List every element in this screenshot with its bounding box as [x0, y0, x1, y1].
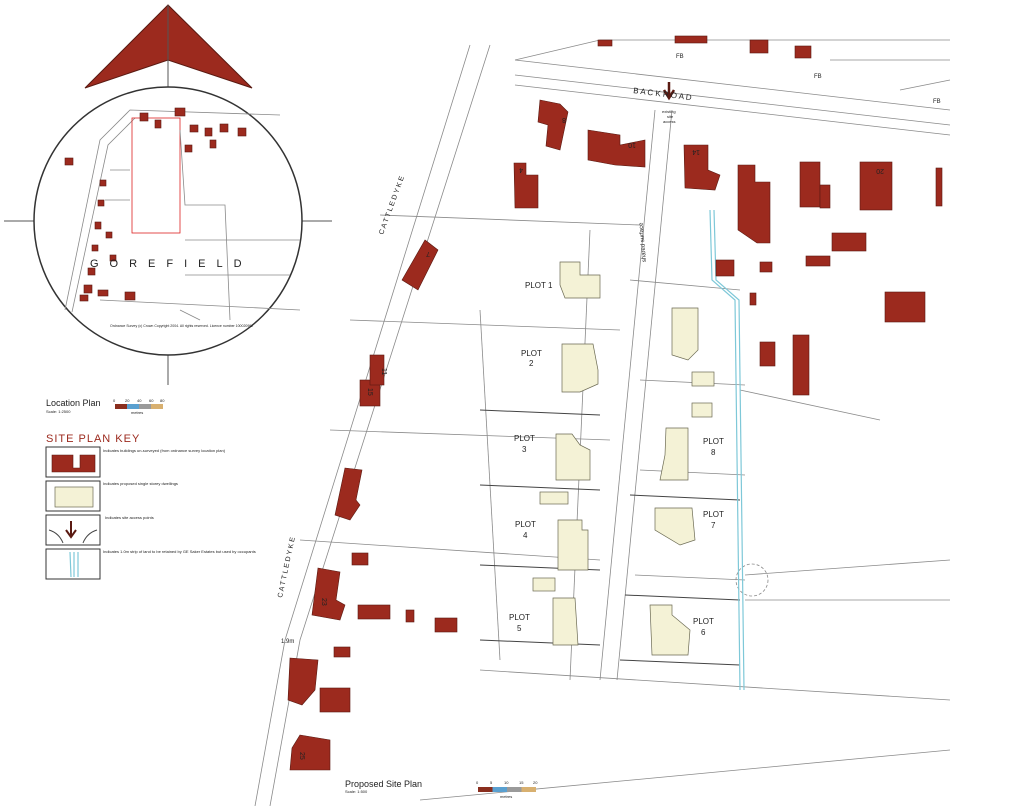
- location-village-label: GOREFIELD: [90, 258, 253, 270]
- plot-label: PLOT: [703, 437, 724, 446]
- scale-tick: 60: [149, 398, 154, 403]
- house-number: 25: [298, 752, 305, 760]
- dimension-label: 1.9m: [281, 639, 294, 645]
- house-number: 23: [320, 598, 327, 606]
- key-title: SITE PLAN KEY: [46, 433, 140, 445]
- house-number: 15: [366, 388, 373, 396]
- house-number: 11: [380, 368, 387, 375]
- scale-unit: metres: [131, 410, 143, 415]
- scale-tick: 80: [160, 398, 165, 403]
- plot-label: PLOT: [515, 520, 536, 529]
- plot-label: PLOT: [703, 510, 724, 519]
- access-label: access: [663, 119, 675, 124]
- plot-number: 3: [522, 445, 527, 454]
- plot-number: 6: [701, 628, 706, 637]
- key-item-text: Indicates buildings un-surveyed (from or…: [103, 448, 226, 453]
- scale-tick: 0: [113, 398, 116, 403]
- plot-number: 2: [529, 359, 534, 368]
- house-number: 4: [519, 166, 523, 173]
- scale-tick: 40: [137, 398, 142, 403]
- access-label: site: [667, 114, 674, 119]
- plot-label: PLOT: [514, 434, 535, 443]
- site-plan: B A C K R O A D C A T T L E D Y K E C A …: [254, 35, 951, 806]
- shared-surface-label: shared surface: [638, 222, 647, 263]
- road-label-cattle-dyke: C A T T L E D Y K E: [277, 536, 297, 598]
- plot-label: PLOT: [521, 349, 542, 358]
- key-item-text: Indicates site access points: [105, 515, 154, 520]
- plot-label: PLOT 1: [525, 281, 553, 290]
- scale-tick: 20: [533, 780, 538, 785]
- site-scale-bar: 0 5 10 15 20 metres: [476, 780, 538, 799]
- house-number: 8: [562, 116, 566, 123]
- plot-number: 5: [517, 624, 522, 633]
- scale-tick: 15: [519, 780, 524, 785]
- scale-unit: metres: [500, 794, 512, 799]
- location-scale-bar: 0 20 40 60 80 metres: [113, 398, 165, 415]
- access-arrow-icon: [65, 521, 77, 539]
- scale-tick: 0: [476, 780, 479, 785]
- fb-label: FB: [814, 74, 822, 80]
- location-plan: GOREFIELD Ordnance Survey (c) Crown Copy…: [4, 4, 332, 415]
- key-item-text: Indicates 1.0m strip of land to be retai…: [103, 549, 256, 554]
- scale-tick: 5: [490, 780, 493, 785]
- location-plan-title: Location Plan: [46, 398, 101, 408]
- plot-number: 4: [523, 531, 528, 540]
- plot-label: PLOT: [693, 617, 714, 626]
- site-plan-title: Proposed Site Plan: [345, 779, 422, 789]
- scale-tick: 10: [504, 780, 509, 785]
- house-number: 10: [628, 141, 636, 148]
- plot-number: 7: [711, 521, 716, 530]
- location-copyright: Ordnance Survey (c) Crown Copyright 2004…: [110, 324, 253, 328]
- location-plan-scale: Scale: 1:2500: [46, 409, 71, 414]
- site-access-arrow-icon: [662, 82, 676, 101]
- house-number: 20: [876, 167, 884, 174]
- fb-label: FB: [933, 99, 941, 105]
- site-plan-scale: Scale: 1:500: [345, 789, 368, 794]
- plot-number: 8: [711, 448, 716, 457]
- site-plan-key: SITE PLAN KEY Indicates buildings un-sur…: [45, 433, 256, 580]
- key-item-text: Indicates proposed single storey dwellin…: [103, 481, 178, 486]
- plot-label: PLOT: [509, 613, 530, 622]
- scale-tick: 20: [125, 398, 130, 403]
- house-number: 7: [426, 250, 430, 257]
- road-label-cattle-dyke: C A T T L E D Y K E: [378, 175, 406, 236]
- fb-label: FB: [676, 54, 684, 60]
- house-number: 14: [692, 148, 700, 155]
- access-label: existing: [662, 109, 676, 114]
